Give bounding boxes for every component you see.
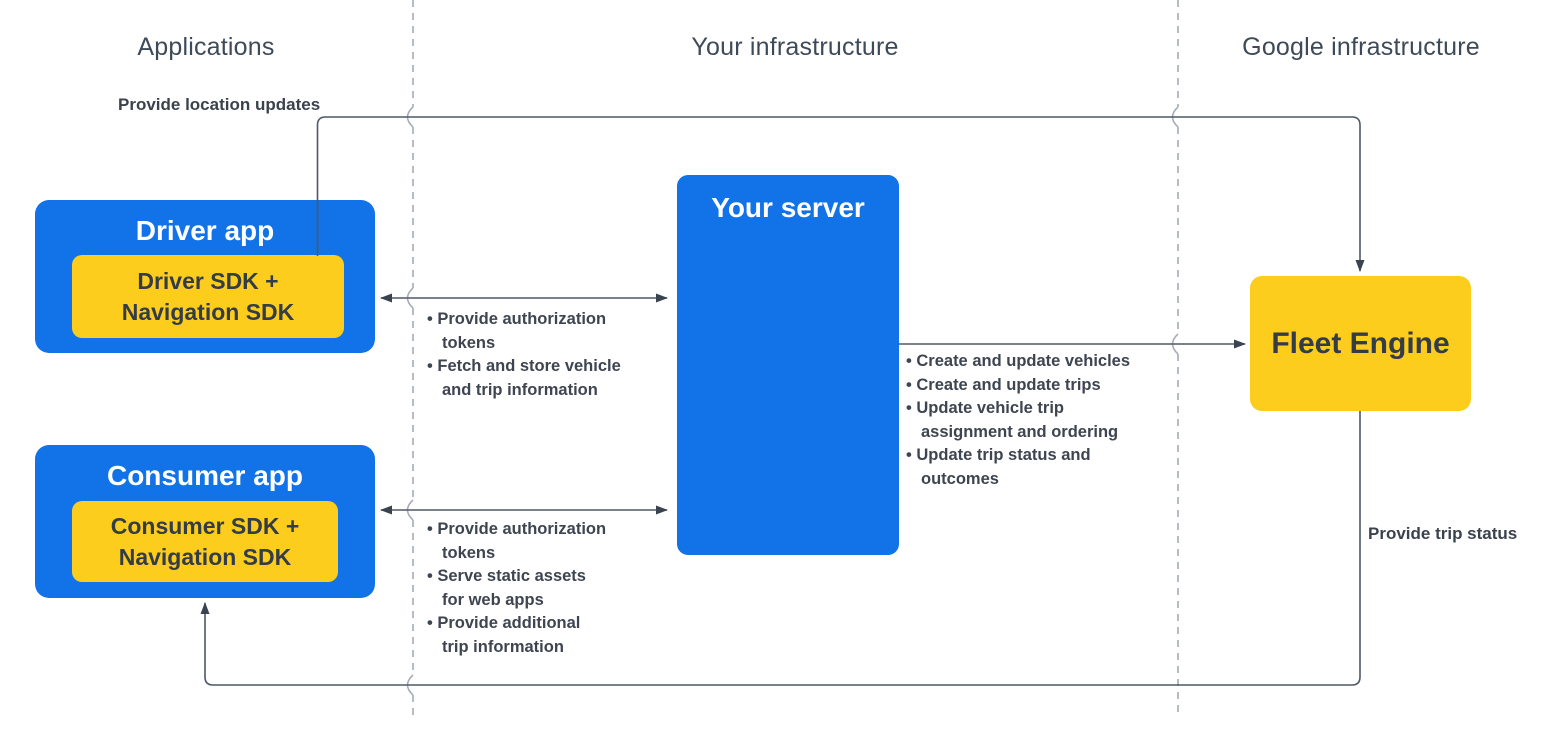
bullet-item: Create and update vehicles xyxy=(906,350,1186,374)
fleet-engine-box: Fleet Engine xyxy=(1250,276,1471,411)
provide-location-updates-label: Provide location updates xyxy=(118,95,321,114)
bullet-item: Provide authorization tokens xyxy=(427,308,662,355)
column-header-your-infrastructure: Your infrastructure xyxy=(691,33,899,61)
bullet-item: Provide additional trip information xyxy=(427,612,662,659)
server-fleet-bullets: Create and update vehicles Create and up… xyxy=(906,350,1186,491)
driver-app-box: Driver app Driver SDK + Navigation SDK xyxy=(35,200,375,353)
provide-trip-status-label: Provide trip status xyxy=(1368,524,1518,543)
consumer-sdk-box: Consumer SDK + Navigation SDK xyxy=(72,501,338,582)
fleet-engine-title: Fleet Engine xyxy=(1271,326,1450,360)
driver-app-title: Driver app xyxy=(135,215,275,246)
bullet-item: Update trip status and outcomes xyxy=(906,444,1186,491)
driver-server-bullets: Provide authorization tokens Fetch and s… xyxy=(427,308,662,402)
driver-sdk-label: Driver SDK + Navigation SDK xyxy=(121,267,295,325)
bullet-item: Provide authorization tokens xyxy=(427,518,662,565)
driver-sdk-box: Driver SDK + Navigation SDK xyxy=(72,255,344,338)
your-server-title: Your server xyxy=(711,192,865,223)
consumer-app-box: Consumer app Consumer SDK + Navigation S… xyxy=(35,445,375,598)
consumer-sdk-label: Consumer SDK + Navigation SDK xyxy=(110,512,300,570)
consumer-server-bullets: Provide authorization tokens Serve stati… xyxy=(427,518,662,659)
bullet-item: Fetch and store vehicle and trip informa… xyxy=(427,355,662,402)
your-server-box: Your server xyxy=(677,175,899,555)
column-header-google-infrastructure: Google infrastructure xyxy=(1242,33,1480,61)
bullet-item: Create and update trips xyxy=(906,374,1186,398)
bullet-item: Update vehicle trip assignment and order… xyxy=(906,397,1186,444)
column-header-applications: Applications xyxy=(137,33,275,61)
bullet-item: Serve static assets for web apps xyxy=(427,565,662,612)
consumer-app-title: Consumer app xyxy=(106,460,304,491)
